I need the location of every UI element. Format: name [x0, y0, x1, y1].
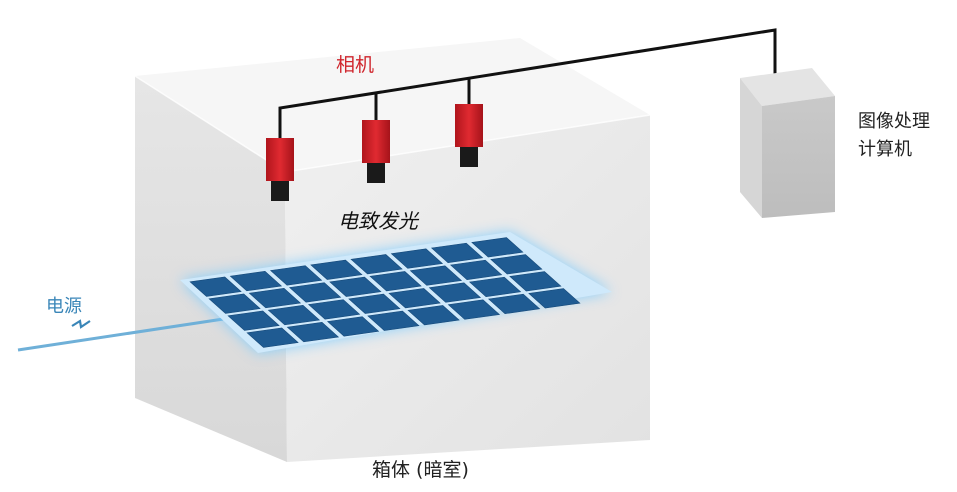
panel-cell	[390, 248, 444, 269]
power-cable	[17, 316, 231, 352]
panel-cell	[407, 305, 460, 326]
electroluminescence-label: 电致发光	[338, 209, 418, 233]
panel-cell	[490, 254, 543, 275]
enclosure-left-face	[135, 76, 287, 462]
enclosure-label: 箱体 (暗室)	[372, 459, 469, 481]
camera-3	[455, 104, 483, 167]
panel-cell	[487, 293, 541, 315]
panel-cell	[350, 254, 403, 275]
computer-left	[740, 78, 762, 218]
camera-1	[266, 138, 294, 201]
panel-cell	[189, 276, 242, 297]
panel-cell	[468, 276, 522, 298]
panel-cell	[288, 282, 342, 303]
panel-cell	[449, 259, 503, 281]
panel-cell	[447, 299, 501, 320]
panel-cell	[428, 282, 482, 303]
panel-cell	[227, 310, 280, 331]
panel-cell	[208, 293, 261, 314]
computer-label-line1: 图像处理	[858, 111, 930, 132]
solar-panel	[180, 232, 612, 353]
panel-cell	[229, 270, 283, 292]
computer-top	[740, 68, 835, 106]
panel-cell	[269, 265, 323, 286]
panel-cell	[388, 288, 441, 309]
panel-cell	[326, 316, 380, 337]
panel-cell	[509, 271, 562, 292]
panel-cell	[471, 237, 524, 258]
computer-label: 图像处理 计算机	[858, 108, 930, 164]
panel-cell	[267, 304, 321, 326]
main-cable	[278, 28, 777, 140]
lightning-icon	[71, 319, 91, 329]
panel-cells	[189, 237, 581, 348]
panel-cell	[286, 321, 340, 343]
panel-cell	[369, 271, 422, 292]
computer-label-line2: 计算机	[858, 139, 912, 160]
panel-cell	[310, 259, 363, 280]
panel-cell	[246, 327, 299, 348]
power-label: 电源	[46, 296, 82, 317]
panel-cell	[348, 293, 401, 314]
panel-cell	[528, 288, 581, 309]
power-wire	[17, 316, 231, 352]
panel-cell	[430, 242, 484, 264]
panel-cell	[367, 310, 420, 331]
panel-cell	[409, 265, 463, 286]
panel-cell	[248, 287, 302, 309]
panel-cell	[329, 276, 382, 297]
computer-front	[762, 96, 835, 218]
camera-cable	[278, 28, 777, 140]
camera-label: 相机	[336, 54, 375, 76]
camera-2	[362, 120, 390, 183]
panel-cell	[307, 299, 361, 320]
computer-unit	[740, 68, 835, 218]
